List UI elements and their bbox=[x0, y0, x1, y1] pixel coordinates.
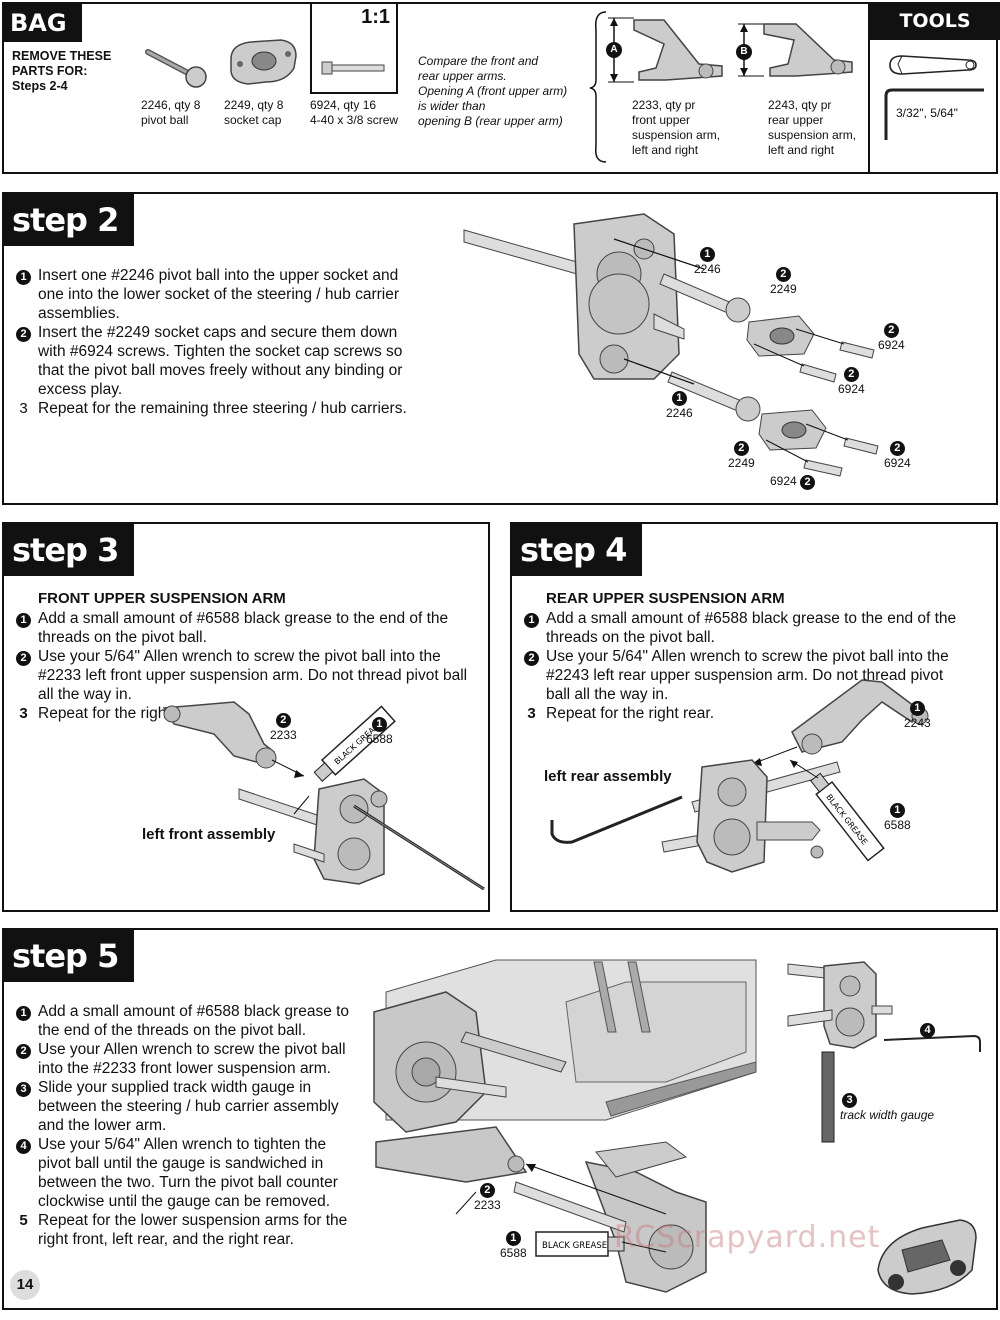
screw-image bbox=[321, 61, 385, 75]
gauge-callout-3: 3 bbox=[842, 1090, 857, 1108]
bag-e-header: BAG E REMOVE THESE PARTS FOR: Steps 2-4 … bbox=[2, 2, 1000, 174]
front-upper-arm-image bbox=[608, 17, 723, 83]
step-2-hub-carrier-diagram bbox=[463, 213, 879, 477]
label-a-circle: A bbox=[606, 42, 622, 58]
compare-note: Compare the front and rear upper arms. O… bbox=[418, 54, 568, 128]
step-4-arm-diagram: BLACK GREASE bbox=[550, 679, 929, 873]
bracket-line bbox=[589, 11, 607, 163]
step-3-assembly-label: left front assembly bbox=[142, 826, 276, 843]
gauge-callout-4: 4 bbox=[920, 1020, 935, 1038]
step-5-title: step 5 bbox=[4, 930, 134, 982]
step-5-gauge-inset bbox=[787, 961, 981, 1143]
step-5-tube-label: BLACK GREASE bbox=[542, 1241, 607, 1251]
wrench-icon bbox=[889, 55, 977, 75]
tools-panel: TOOLS USED 3/32", 5/64" bbox=[868, 2, 1000, 174]
step-3-arm-diagram: BLACK GREASE bbox=[162, 701, 485, 891]
scale-label: 1:1 bbox=[361, 6, 390, 28]
allen-wrench-icon bbox=[884, 88, 984, 140]
step-4-title: step 4 bbox=[512, 524, 642, 576]
socket-cap-image bbox=[230, 39, 297, 85]
page-number: 14 bbox=[10, 1270, 40, 1300]
tool-sizes: 3/32", 5/64" bbox=[896, 106, 958, 120]
pivot-ball-image bbox=[145, 49, 207, 88]
callout-6924-d: 6924 2 bbox=[770, 474, 816, 490]
step-5-chassis-diagram: BLACK GREASE bbox=[373, 959, 757, 1293]
remove-steps: Steps 2-4 bbox=[12, 79, 68, 93]
rear-upper-arm-image bbox=[738, 23, 853, 77]
car-thumbnail-image bbox=[877, 1219, 977, 1295]
track-width-gauge-label: track width gauge bbox=[840, 1108, 935, 1122]
bag-title: BAG E bbox=[4, 4, 82, 75]
watermark: RCScrapyard.net bbox=[614, 1220, 881, 1255]
step-3-heading: FRONT UPPER SUSPENSION ARM bbox=[38, 590, 286, 607]
step-4-heading: REAR UPPER SUSPENSION ARM bbox=[546, 590, 785, 607]
remove-text: REMOVE THESE PARTS FOR: bbox=[12, 49, 112, 78]
step-4-assembly-label: left rear assembly bbox=[544, 768, 672, 785]
scale-box: 1:1 bbox=[310, 2, 398, 94]
tools-title: TOOLS USED bbox=[870, 2, 1000, 70]
label-b-circle: B bbox=[736, 44, 752, 60]
remove-parts-label: REMOVE THESE PARTS FOR: Steps 2-4 bbox=[12, 49, 132, 94]
step-2-title: step 2 bbox=[4, 194, 134, 246]
step-3-title: step 3 bbox=[4, 524, 134, 576]
